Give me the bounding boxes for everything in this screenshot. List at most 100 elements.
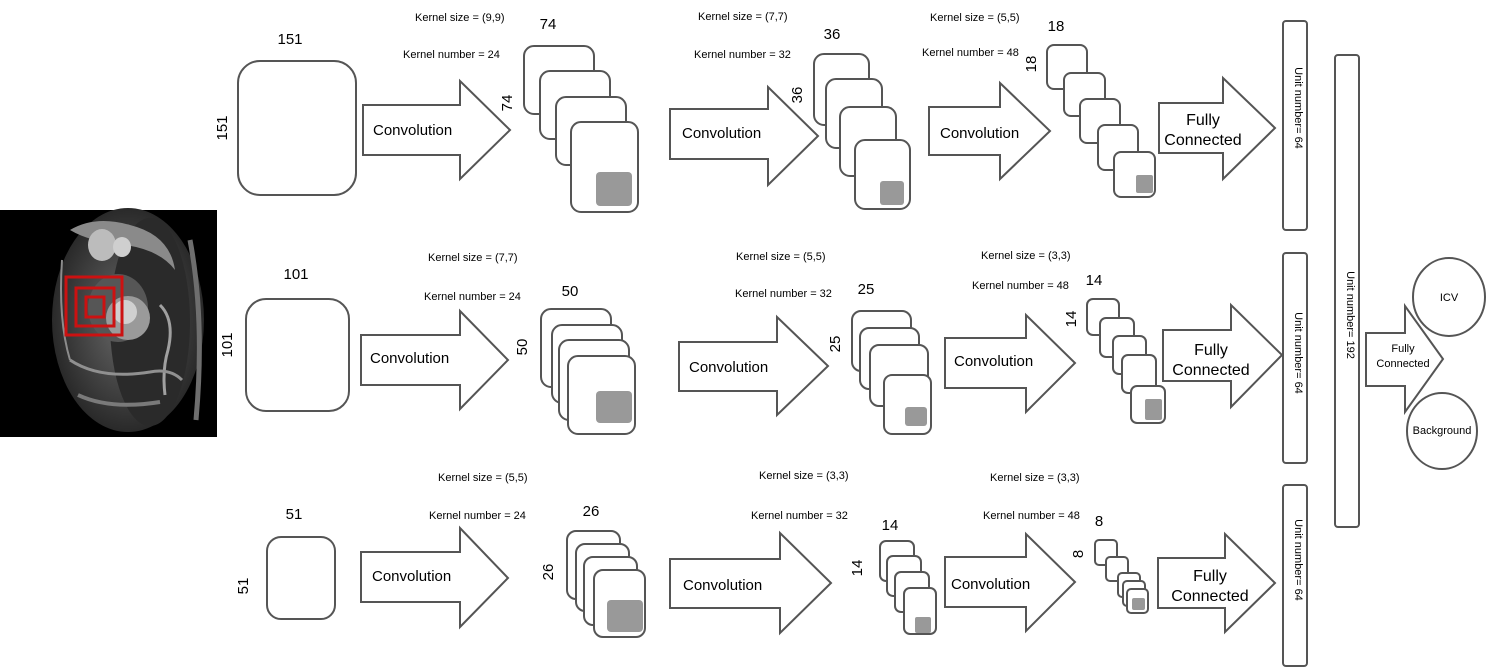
kernel-size-label: Kernel size = (3,3) — [990, 472, 1080, 484]
map-height-label: 74 — [499, 95, 516, 112]
map-height-label: 36 — [789, 87, 806, 104]
kernel-number-label: Kernel number = 24 — [403, 49, 500, 61]
mri-input-image — [0, 208, 217, 437]
input-patch: 101 101 — [219, 266, 350, 412]
input-patch: 151 151 — [214, 31, 357, 196]
conv-block: Convolution Kernel size = (3,3) Kernel n… — [944, 250, 1166, 424]
kernel-number-label: Kernel number = 48 — [922, 47, 1019, 59]
conv-block: Convolution Kernel size = (3,3) Kernel n… — [944, 472, 1149, 634]
kernel-size-label: Kernel size = (7,7) — [698, 11, 788, 23]
final-fully-connected-block: Fully Connected — [1365, 302, 1445, 416]
pathway-row-3: 51 51 Convolution Kernel size = (5,5) Ke… — [235, 470, 1308, 667]
kernel-size-label: Kernel size = (3,3) — [759, 470, 849, 482]
kernel-size-label: Kernel size = (5,5) — [736, 251, 826, 263]
pathway-row-2: 101 101 Convolution Kernel size = (7,7) … — [219, 250, 1308, 464]
convolution-arrow — [944, 531, 1077, 634]
unit-number-label: Unit number= 64 — [1292, 312, 1304, 394]
kernel-size-label: Kernel size = (7,7) — [428, 252, 518, 264]
dense-layer-bar: Unit number= 64 — [1282, 252, 1308, 464]
output-node-background: Background — [1406, 392, 1478, 470]
output-label-icv: ICV — [1440, 292, 1459, 304]
map-height-label: 18 — [1023, 56, 1040, 73]
fully-connected-arrow — [1157, 531, 1277, 635]
filter-square — [880, 181, 904, 205]
map-width-label: 74 — [540, 16, 557, 33]
map-height-label: 25 — [827, 336, 844, 353]
map-width-label: 36 — [824, 26, 841, 43]
conv-block: Convolution Kernel size = (7,7) Kernel n… — [669, 11, 911, 210]
kernel-number-label: Kernel number = 32 — [735, 288, 832, 300]
input-height-label: 101 — [219, 332, 236, 357]
conv-block: Convolution Kernel size = (9,9) Kernel n… — [362, 12, 639, 213]
map-width-label: 18 — [1048, 18, 1065, 35]
connected-label: Connected — [1164, 132, 1241, 149]
fully-connected-block: Fully Connected — [1162, 302, 1284, 410]
patch-outline-large — [64, 275, 124, 337]
input-width-label: 51 — [286, 506, 303, 523]
map-height-label: 50 — [514, 339, 531, 356]
convolution-label: Convolution — [951, 576, 1030, 593]
fully-label: Fully — [1186, 112, 1220, 129]
output-node-icv: ICV — [1412, 257, 1486, 337]
fully-connected-block: Fully Connected — [1157, 531, 1277, 635]
filter-square — [905, 407, 927, 426]
final-connected-label: Connected — [1376, 358, 1429, 370]
input-height-label: 51 — [235, 578, 252, 595]
map-width-label: 26 — [583, 503, 600, 520]
map-height-label: 14 — [849, 560, 866, 577]
fully-connected-arrow — [1158, 75, 1277, 182]
convolution-label: Convolution — [954, 353, 1033, 370]
convolution-label: Convolution — [940, 125, 1019, 142]
map-width-label: 25 — [858, 281, 875, 298]
dense-layer-bar: Unit number= 64 — [1282, 20, 1308, 231]
fully-label: Fully — [1194, 342, 1228, 359]
filter-square — [596, 172, 632, 206]
kernel-number-label: Kernel number = 48 — [983, 510, 1080, 522]
convolution-arrow — [669, 530, 833, 636]
unit-number-label: Unit number= 64 — [1292, 519, 1304, 601]
unit-number-label: Unit number= 64 — [1292, 67, 1304, 149]
convolution-arrow — [360, 525, 510, 630]
final-fully-connected-arrow — [1365, 302, 1445, 416]
conv-block: Convolution Kernel size = (5,5) Kernel n… — [360, 472, 646, 638]
map-width-label: 8 — [1095, 513, 1103, 530]
convolution-arrow — [928, 80, 1052, 182]
fully-connected-block: Fully Connected — [1158, 75, 1277, 182]
final-fully-label: Fully — [1391, 343, 1415, 355]
convolution-label: Convolution — [370, 350, 449, 367]
input-patch: 51 51 — [235, 506, 336, 620]
convolution-arrow — [362, 78, 512, 182]
connected-label: Connected — [1172, 362, 1249, 379]
kernel-size-label: Kernel size = (3,3) — [981, 250, 1071, 262]
convolution-label: Convolution — [373, 122, 452, 139]
filter-square — [1132, 598, 1145, 610]
conv-block: Convolution Kernel size = (7,7) Kernel n… — [360, 252, 636, 435]
kernel-number-label: Kernel number = 32 — [694, 49, 791, 61]
convolution-label: Convolution — [683, 577, 762, 594]
output-label-background: Background — [1413, 425, 1472, 437]
filter-square — [915, 617, 931, 633]
convolution-label: Convolution — [682, 125, 761, 142]
map-height-label: 14 — [1063, 311, 1080, 328]
convolution-arrow — [944, 312, 1077, 415]
kernel-number-label: Kernel number = 48 — [972, 280, 1069, 292]
feature-map-stack — [879, 540, 937, 635]
map-width-label: 50 — [562, 283, 579, 300]
feature-map-stack — [523, 45, 639, 213]
filter-square — [607, 600, 643, 632]
convolution-label: Convolution — [689, 359, 768, 376]
map-width-label: 14 — [882, 517, 899, 534]
input-width-label: 151 — [277, 31, 302, 48]
dense-layer-bar: Unit number= 64 — [1282, 484, 1308, 667]
kernel-number-label: Kernel number = 24 — [429, 510, 526, 522]
fully-connected-arrow — [1162, 302, 1284, 410]
merged-dense-layer-bar: Unit number= 192 — [1334, 54, 1360, 528]
pathway-row-1: 151 151 Convolution Kernel size = (9,9) … — [214, 11, 1308, 231]
kernel-size-label: Kernel size = (5,5) — [930, 12, 1020, 24]
conv-block: Convolution Kernel size = (5,5) Kernel n… — [678, 251, 932, 435]
map-height-label: 26 — [540, 564, 557, 581]
convolution-arrow — [360, 308, 510, 412]
input-width-label: 101 — [283, 266, 308, 283]
connected-label: Connected — [1171, 588, 1248, 605]
